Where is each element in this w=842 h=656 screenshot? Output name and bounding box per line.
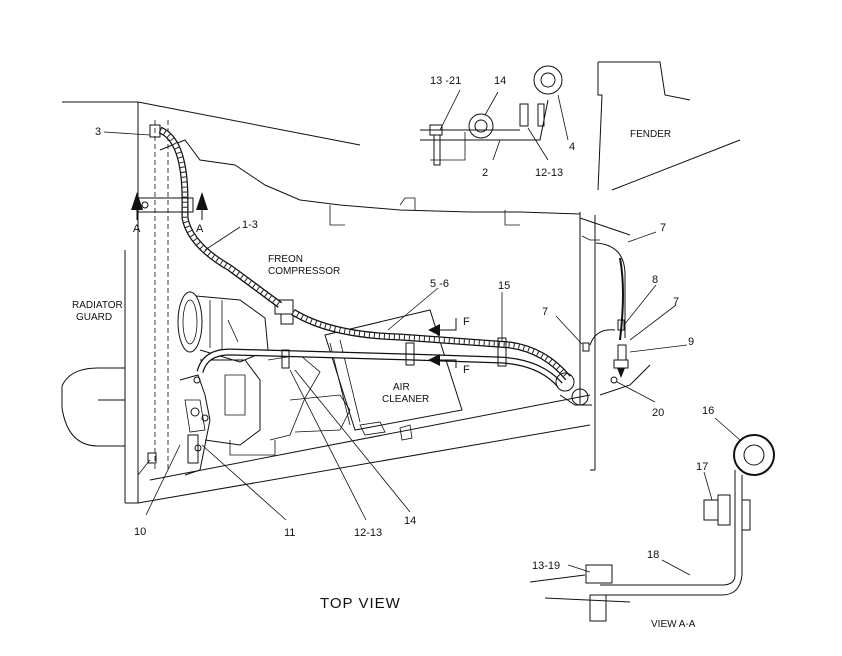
callout-9: 9 [688, 336, 694, 348]
radiator-label: RADIATOR [72, 300, 123, 311]
air-label: AIR [393, 382, 410, 393]
view-aa-caption: VIEW A-A [651, 619, 696, 630]
callout-10: 10 [134, 526, 146, 538]
callout-14-top: 14 [494, 75, 506, 87]
callout-12-13-bottom: 12-13 [354, 527, 382, 539]
tube-15 [196, 337, 563, 388]
callout-3: 3 [95, 126, 101, 138]
fender-detail [420, 61, 741, 191]
callout-12-13-top: 12-13 [535, 167, 563, 179]
callout-7-a: 7 [542, 306, 548, 318]
section-a-right-label: A [196, 223, 204, 235]
guard-label: GUARD [76, 312, 112, 323]
leader-lines [103, 89, 741, 576]
callout-8: 8 [652, 274, 658, 286]
receiver-dryer [147, 374, 211, 476]
engine-block [200, 354, 413, 456]
callout-2: 2 [482, 167, 488, 179]
compartment-outline [159, 139, 651, 471]
callout-13-19: 13-19 [532, 560, 560, 572]
section-f-marks: F F [428, 316, 470, 376]
view-aa-bracket [529, 434, 775, 622]
freon-label: FREON [268, 254, 303, 265]
callout-7-b: 7 [660, 222, 666, 234]
callout-13-21: 13 -21 [430, 75, 461, 87]
hose-5-6 [291, 309, 571, 381]
callout-15: 15 [498, 280, 510, 292]
radiator-guard-outline [61, 101, 591, 504]
callout-11: 11 [284, 527, 295, 539]
callout-20: 20 [652, 407, 664, 419]
compressor-label: COMPRESSOR [268, 266, 340, 277]
callout-7-c: 7 [673, 296, 679, 308]
section-a-left-label: A [133, 223, 141, 235]
condenser-fittings [555, 242, 629, 406]
section-a-marks: A A [131, 192, 208, 235]
callout-17: 17 [696, 461, 708, 473]
section-f-bottom-label: F [463, 364, 470, 376]
top-view-caption: TOP VIEW [320, 595, 401, 612]
callout-5-6: 5 -6 [430, 278, 449, 290]
callout-1-3: 1-3 [242, 219, 258, 231]
callout-14-bottom: 14 [404, 515, 416, 527]
cleaner-label: CLEANER [382, 394, 429, 405]
section-f-top-label: F [463, 316, 470, 328]
fender-label: FENDER [630, 129, 671, 140]
callout-4: 4 [569, 141, 575, 153]
hose-1-3 [137, 124, 283, 308]
callout-18: 18 [647, 549, 659, 561]
callout-16: 16 [702, 405, 714, 417]
